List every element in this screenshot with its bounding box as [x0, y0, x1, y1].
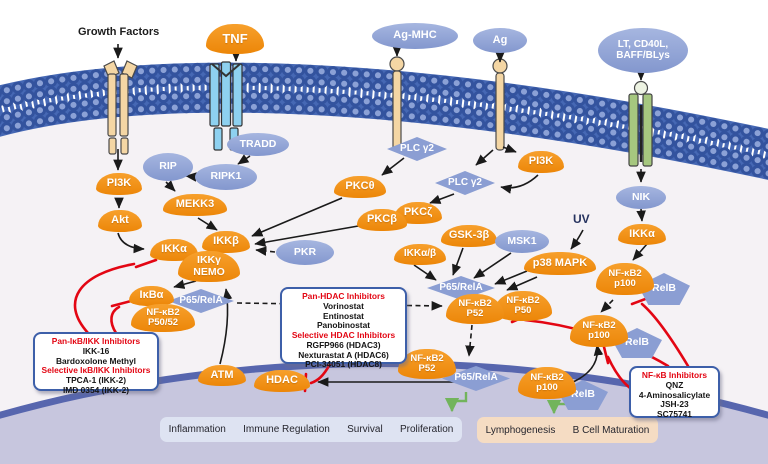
outcome-label: Lymphogenesis	[485, 424, 556, 436]
ligand-lt-cd40l-baff: LT, CD40L, BAFF/BLys	[598, 28, 688, 73]
uv-label: UV	[573, 212, 590, 226]
box-line: Pan-HDAC Inhibitors	[302, 291, 385, 301]
box-line: Panobinostat	[316, 320, 371, 331]
ligand-ag-mhc: Ag-MHC	[372, 23, 458, 49]
box-line: Vorinostat	[323, 300, 364, 311]
growth-factor-receptor-icon	[103, 60, 138, 155]
node-pkc-beta: PKCβ	[357, 209, 407, 231]
ikb-ikk-inhibitors-box: Pan-IκB/IKK Inhibitors IKK-16 Bardoxolon…	[33, 332, 159, 395]
box-line: Pan-IκB/IKK Inhibitors	[51, 336, 141, 346]
box-line: TPCA-1 (IKK-2)	[65, 375, 127, 385]
node-ikkab: IKKα/β	[394, 244, 446, 265]
node-nik: NIK	[616, 186, 666, 209]
tnf-receptor-icon	[209, 61, 243, 151]
node-p38-mapk: p38 MAPK	[524, 252, 596, 275]
ag-mhc-receptor-icon	[389, 56, 405, 151]
node-pi3k-right: PI3K	[518, 151, 564, 173]
ligand-tnf: TNF	[206, 24, 264, 54]
outcome-label: Proliferation	[399, 424, 454, 435]
node-gsk3b: GSK-3β	[441, 225, 497, 247]
box-line: IKK-16	[82, 345, 110, 356]
node-msk1: MSK1	[495, 230, 549, 253]
box-line: JSH-23	[660, 399, 689, 410]
ligand-ag: Ag	[473, 28, 527, 53]
node-pkc-theta: PKCθ	[334, 176, 386, 198]
activation-arrows	[113, 44, 648, 387]
box-line: IMD 0354 (IKK-2)	[62, 384, 130, 395]
relb-outcomes-strip: Lymphogenesis B Cell Maturation	[477, 417, 658, 443]
node-ikkb: IKKβ	[202, 231, 250, 253]
box-line: QNZ	[665, 379, 684, 390]
node-nfkb2-p52-nucleus: NF-κB2 P52	[398, 349, 456, 379]
box-line: Nexturastat A (HDAC6)	[298, 349, 389, 360]
node-atm: ATM	[198, 365, 246, 386]
box-line: Bardoxolone Methyl	[55, 355, 137, 366]
node-nfkb2-p100-nucleus: NF-κB2 p100	[518, 367, 576, 399]
box-line: Entinostat	[323, 310, 364, 321]
node-hdac: HDAC	[254, 370, 310, 392]
node-tradd: TRADD	[227, 133, 289, 156]
node-nfkb2-p52: NF-κB2 P52	[446, 294, 504, 324]
outcome-label: Immune Regulation	[243, 424, 330, 435]
box-line: RGFP966 (HDAC3)	[306, 339, 381, 350]
baff-receptor-icon	[628, 80, 653, 167]
node-pkc-zeta: PKCζ	[394, 202, 442, 224]
box-line: SC75741	[657, 409, 692, 419]
hdac-inhibitors-box: Pan-HDAC Inhibitors Vorinostat Entinosta…	[280, 287, 407, 369]
node-nfkb2-p100-1: NF-κB2 p100	[596, 263, 654, 295]
growth-factors-label: Growth Factors	[78, 26, 160, 38]
node-pkr: PKR	[276, 240, 334, 265]
node-ikky-nemo: IKKγ NEMO	[178, 251, 240, 282]
nfkb-outcomes-strip: Inflammation Immune Regulation Survival …	[160, 417, 462, 442]
box-line: Selective HDAC Inhibitors	[291, 330, 396, 340]
outcome-label: Inflammation	[168, 424, 226, 435]
node-nfkb2-p100-2: NF-κB2 p100	[570, 315, 628, 347]
outcome-label: B Cell Maturation	[572, 424, 650, 436]
box-line: NF-κB Inhibitors	[641, 370, 708, 380]
box-line: Selective IκB/IKK Inhibitors	[41, 365, 151, 376]
nfkb-inhibitors-box: NF-κB Inhibitors QNZ 4-Aminosalicylate J…	[629, 366, 720, 419]
node-mekk3: MEKK3	[163, 194, 227, 216]
box-line: PCI-34051 (HDAC8)	[305, 359, 382, 370]
node-ikka-right: IKKα	[618, 224, 666, 245]
node-ripk1: RIPK1	[195, 164, 257, 190]
node-ikka: IKKα	[150, 239, 198, 261]
node-pi3k-left: PI3K	[96, 173, 142, 195]
outcome-label: Survival	[347, 424, 383, 435]
node-nfkb2-p5052: NF-κB2 P50/52	[131, 304, 195, 332]
box-line: 4-Aminosalicylate	[638, 389, 711, 400]
node-ikba: IκBα	[129, 286, 174, 306]
node-akt: Akt	[98, 210, 142, 232]
node-rip: RIP	[143, 153, 193, 181]
